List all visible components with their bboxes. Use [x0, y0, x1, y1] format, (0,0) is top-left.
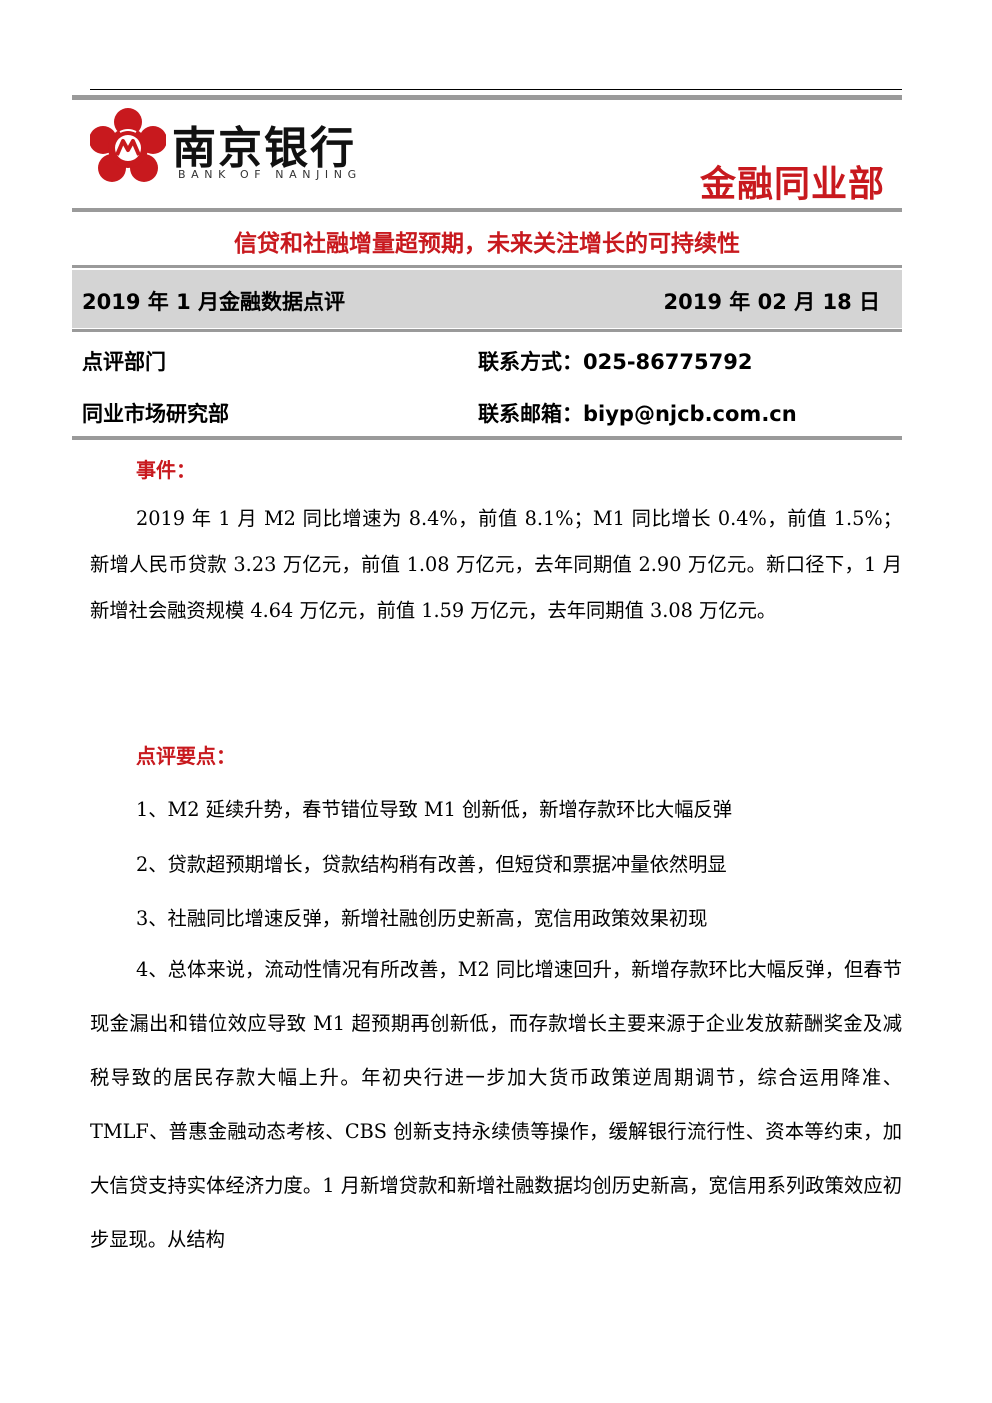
- bank-logo: [90, 108, 350, 190]
- comment-point-3: 3、社融同比增速反弹，新增社融创历史新高，宽信用政策效果初现: [136, 907, 708, 930]
- brand-name-cn: 南京银行: [172, 123, 356, 174]
- comment-point-2: 2、贷款超预期增长，贷款结构稍有改善，但短贷和票据冲量依然明显: [136, 853, 727, 876]
- report-headline: 信贷和社融增量超预期，未来关注增长的可持续性: [234, 231, 740, 257]
- info-bottom-rule: [72, 436, 902, 440]
- contact-phone: 联系方式：025-86775792: [478, 350, 753, 374]
- report-date: 2019 年 02 月 18 日: [663, 290, 880, 314]
- report-type: 2019 年 1 月金融数据点评: [82, 290, 345, 314]
- department-title: 金融同业部: [699, 163, 885, 205]
- header-rule-thin: [90, 89, 902, 90]
- contact-email: 联系邮箱：biyp@njcb.com.cn: [478, 402, 797, 426]
- report-meta-band: [72, 270, 902, 328]
- brand-name-en: BANK OF NANJING: [178, 168, 362, 181]
- band-rule-top: [72, 265, 902, 268]
- dept-label: 点评部门: [82, 350, 166, 374]
- comment-point-1: 1、M2 延续升势，春节错位导致 M1 创新低，新增存款环比大幅反弹: [136, 798, 732, 821]
- dept-value: 同业市场研究部: [82, 402, 229, 426]
- header-bottom-rule: [72, 208, 902, 212]
- event-body: 2019 年 1 月 M2 同比增速为 8.4%，前值 8.1%；M1 同比增长…: [90, 507, 902, 622]
- comment-summary: 4、总体来说，流动性情况有所改善，M2 同比增速回升，新增存款环比大幅反弹，但春…: [90, 958, 902, 1251]
- band-rule-bottom: [72, 329, 902, 332]
- bank-emblem-icon: [90, 108, 166, 182]
- comments-title: 点评要点：: [136, 744, 236, 768]
- header-rule-thick: [72, 95, 902, 100]
- event-title: 事件：: [136, 458, 196, 482]
